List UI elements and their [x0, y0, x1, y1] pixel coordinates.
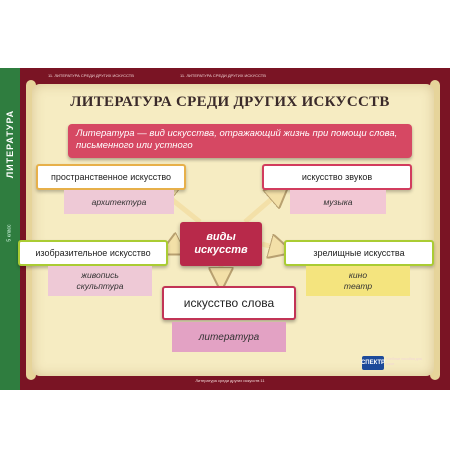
publisher-text: Учебные пособия для школ [386, 357, 422, 366]
node-spectacle-art: зрелищные искусства [284, 240, 434, 266]
spectacle-example-2: театр [343, 281, 373, 291]
spectacle-example-1: кино [348, 270, 368, 280]
publisher-logo: СПЕКТР [361, 356, 385, 370]
node-word-art: искусство слова [162, 286, 296, 320]
visual-example-1: живопись [81, 270, 119, 280]
node-sound-example: музыка [290, 190, 386, 214]
node-sound-art: искусство звуков [262, 164, 412, 190]
scroll-roll-right [430, 80, 440, 380]
center-line-2: искусств [194, 244, 248, 256]
center-node: виды искусств [180, 222, 262, 266]
node-visual-example: живопись скульптура [48, 266, 152, 296]
page-title: ЛИТЕРАТУРА СРЕДИ ДРУГИХ ИСКУССТВ [70, 94, 390, 110]
node-spatial-art: пространственное искусство [36, 164, 186, 190]
center-line-1: виды [206, 231, 236, 243]
side-tab: ЛИТЕРАТУРА 5 класс [0, 68, 20, 390]
top-left-caption: 11. ЛИТЕРАТУРА СРЕДИ ДРУГИХ ИСКУССТВ [48, 73, 134, 78]
visual-example-2: скульптура [76, 281, 124, 291]
node-word-example: литература [172, 322, 286, 352]
side-subtitle: 5 класс [7, 224, 13, 242]
node-spatial-example: архитектура [64, 190, 174, 214]
top-center-caption: 11. ЛИТЕРАТУРА СРЕДИ ДРУГИХ ИСКУССТВ [180, 73, 266, 78]
node-spectacle-example: кино театр [306, 266, 410, 296]
node-visual-art: изобразительное искусство [18, 240, 168, 266]
scroll-roll-left [26, 80, 36, 380]
side-title: ЛИТЕРАТУРА [5, 109, 16, 179]
bottom-caption: Литература среди других искусств 11 [195, 378, 265, 383]
definition-banner: Литература — вид искусства, отражающий ж… [68, 124, 412, 158]
